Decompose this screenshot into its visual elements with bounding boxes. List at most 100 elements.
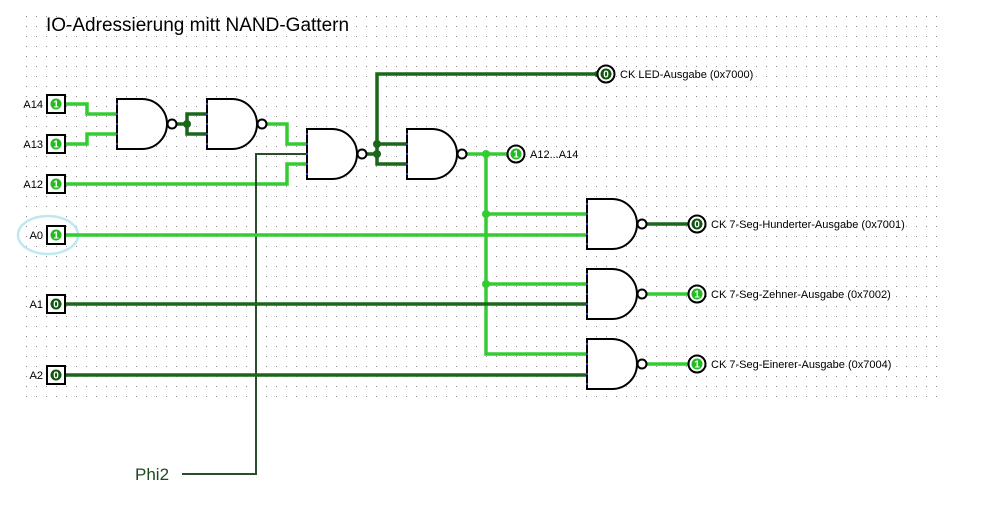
wire-a13[interactable] bbox=[61, 132, 119, 146]
inverter-bubble bbox=[256, 118, 268, 130]
gate-input-port bbox=[406, 133, 408, 135]
gate-input-port bbox=[586, 353, 588, 355]
pin-state-led bbox=[691, 288, 703, 300]
wire-g2-out[interactable] bbox=[265, 122, 309, 146]
input-pin-a2[interactable]: 0 A2 bbox=[30, 365, 66, 385]
gate-input-port bbox=[586, 213, 588, 215]
input-pin-a14[interactable]: 1 A14 bbox=[23, 94, 66, 114]
input-pin-label: A13 bbox=[23, 139, 43, 151]
pin-state-led bbox=[510, 148, 522, 160]
pin-value: 0 bbox=[694, 220, 700, 231]
gate-input-port bbox=[206, 123, 208, 125]
inverter-bubble bbox=[636, 288, 648, 300]
gate-input-port bbox=[406, 143, 408, 145]
gate-input-port bbox=[406, 153, 408, 155]
gate-input-port bbox=[586, 293, 588, 295]
pin-value: 1 bbox=[53, 100, 59, 111]
nand-gate-body[interactable] bbox=[586, 198, 638, 250]
junction-dot bbox=[373, 150, 381, 158]
pin-state-led bbox=[691, 358, 703, 370]
pin-value: 1 bbox=[53, 140, 59, 151]
output-pin-label: CK 7-Seg-Hunderter-Ausgabe (0x7001) bbox=[711, 219, 905, 231]
inverter-bubble bbox=[356, 148, 368, 160]
junctions bbox=[183, 71, 600, 288]
wire-phi2[interactable] bbox=[182, 153, 307, 475]
nand-gate-body[interactable] bbox=[306, 128, 358, 180]
junction-dot bbox=[482, 280, 490, 288]
nand-gate-g4[interactable] bbox=[406, 128, 468, 180]
pin-value: 0 bbox=[53, 300, 59, 311]
inverter-bubble bbox=[636, 218, 648, 230]
nand-gate-body[interactable] bbox=[586, 268, 638, 320]
input-pin-a13[interactable]: 1 A13 bbox=[23, 134, 66, 154]
gate-input-port bbox=[306, 143, 308, 145]
nand-gate-body[interactable] bbox=[586, 338, 638, 390]
circuit-title: IO-Adressierung mitt NAND-Gattern bbox=[46, 15, 349, 36]
gate-input-port bbox=[206, 143, 208, 145]
nand-gate-g6[interactable] bbox=[586, 268, 648, 320]
input-pin-label: A1 bbox=[30, 299, 43, 311]
wire-a12[interactable] bbox=[61, 162, 309, 186]
pin-state-led bbox=[50, 138, 62, 150]
input-pin-a12[interactable]: 1 A12 bbox=[23, 174, 66, 194]
pin-state-led bbox=[691, 218, 703, 230]
pin-value: 1 bbox=[513, 150, 519, 161]
gate-input-port bbox=[586, 313, 588, 315]
gate-input-port bbox=[586, 223, 588, 225]
junction-dot bbox=[482, 210, 490, 218]
pin-state-led bbox=[50, 369, 62, 381]
nand-gate-g5[interactable] bbox=[586, 198, 648, 250]
output-pin-2[interactable]: 0 CK 7-Seg-Hunderter-Ausgabe (0x7001) bbox=[687, 214, 905, 234]
input-pin-a1[interactable]: 0 A1 bbox=[30, 294, 66, 314]
gate-input-port bbox=[586, 243, 588, 245]
nand-gate-g3[interactable] bbox=[306, 128, 368, 180]
inverter-bubble bbox=[456, 148, 468, 160]
nand-gate-g7[interactable] bbox=[586, 338, 648, 390]
nand-gate-body[interactable] bbox=[406, 128, 458, 180]
grid-background bbox=[20, 8, 944, 398]
gate-input-port bbox=[586, 303, 588, 305]
wire-a14[interactable] bbox=[61, 102, 119, 116]
gate-input-port bbox=[586, 343, 588, 345]
input-pin-label: A12 bbox=[23, 179, 43, 191]
output-pin-label: A12...A14 bbox=[530, 149, 578, 161]
input-pin-label: A2 bbox=[30, 370, 43, 382]
gate-input-port bbox=[116, 123, 118, 125]
gates bbox=[116, 98, 648, 390]
pin-state-led bbox=[50, 98, 62, 110]
nand-gate-g1[interactable] bbox=[116, 98, 178, 150]
gate-input-port bbox=[406, 173, 408, 175]
gate-input-port bbox=[206, 113, 208, 115]
input-pin-label: A0 bbox=[30, 230, 43, 242]
nand-gate-body[interactable] bbox=[116, 98, 168, 150]
pin-state-led bbox=[50, 298, 62, 310]
gate-input-port bbox=[306, 173, 308, 175]
output-pin-4[interactable]: 1 CK 7-Seg-Einerer-Ausgabe (0x7004) bbox=[687, 354, 892, 374]
pin-value: 1 bbox=[53, 231, 59, 242]
input-pin-a0[interactable]: 1 A0 bbox=[30, 225, 66, 245]
pin-value: 1 bbox=[53, 180, 59, 191]
pin-state-led bbox=[50, 178, 62, 190]
gate-input-port bbox=[116, 103, 118, 105]
nand-gate-body[interactable] bbox=[206, 98, 258, 150]
gate-input-port bbox=[586, 373, 588, 375]
pin-value: 1 bbox=[694, 360, 700, 371]
junction-dot bbox=[183, 120, 191, 128]
gate-input-port bbox=[586, 203, 588, 205]
pin-state-led bbox=[600, 68, 612, 80]
output-pin-1[interactable]: 1 A12...A14 bbox=[506, 144, 579, 164]
input-pin-label: A14 bbox=[23, 99, 43, 111]
clock-label-phi2: Phi2 bbox=[135, 465, 169, 484]
nand-gate-g2[interactable] bbox=[206, 98, 268, 150]
output-pin-label: CK 7-Seg-Einerer-Ausgabe (0x7004) bbox=[711, 359, 891, 371]
gate-input-port bbox=[116, 113, 118, 115]
pin-value: 1 bbox=[694, 290, 700, 301]
gate-input-port bbox=[306, 133, 308, 135]
pin-value: 0 bbox=[53, 371, 59, 382]
gate-input-port bbox=[306, 163, 308, 165]
gate-input-port bbox=[586, 273, 588, 275]
